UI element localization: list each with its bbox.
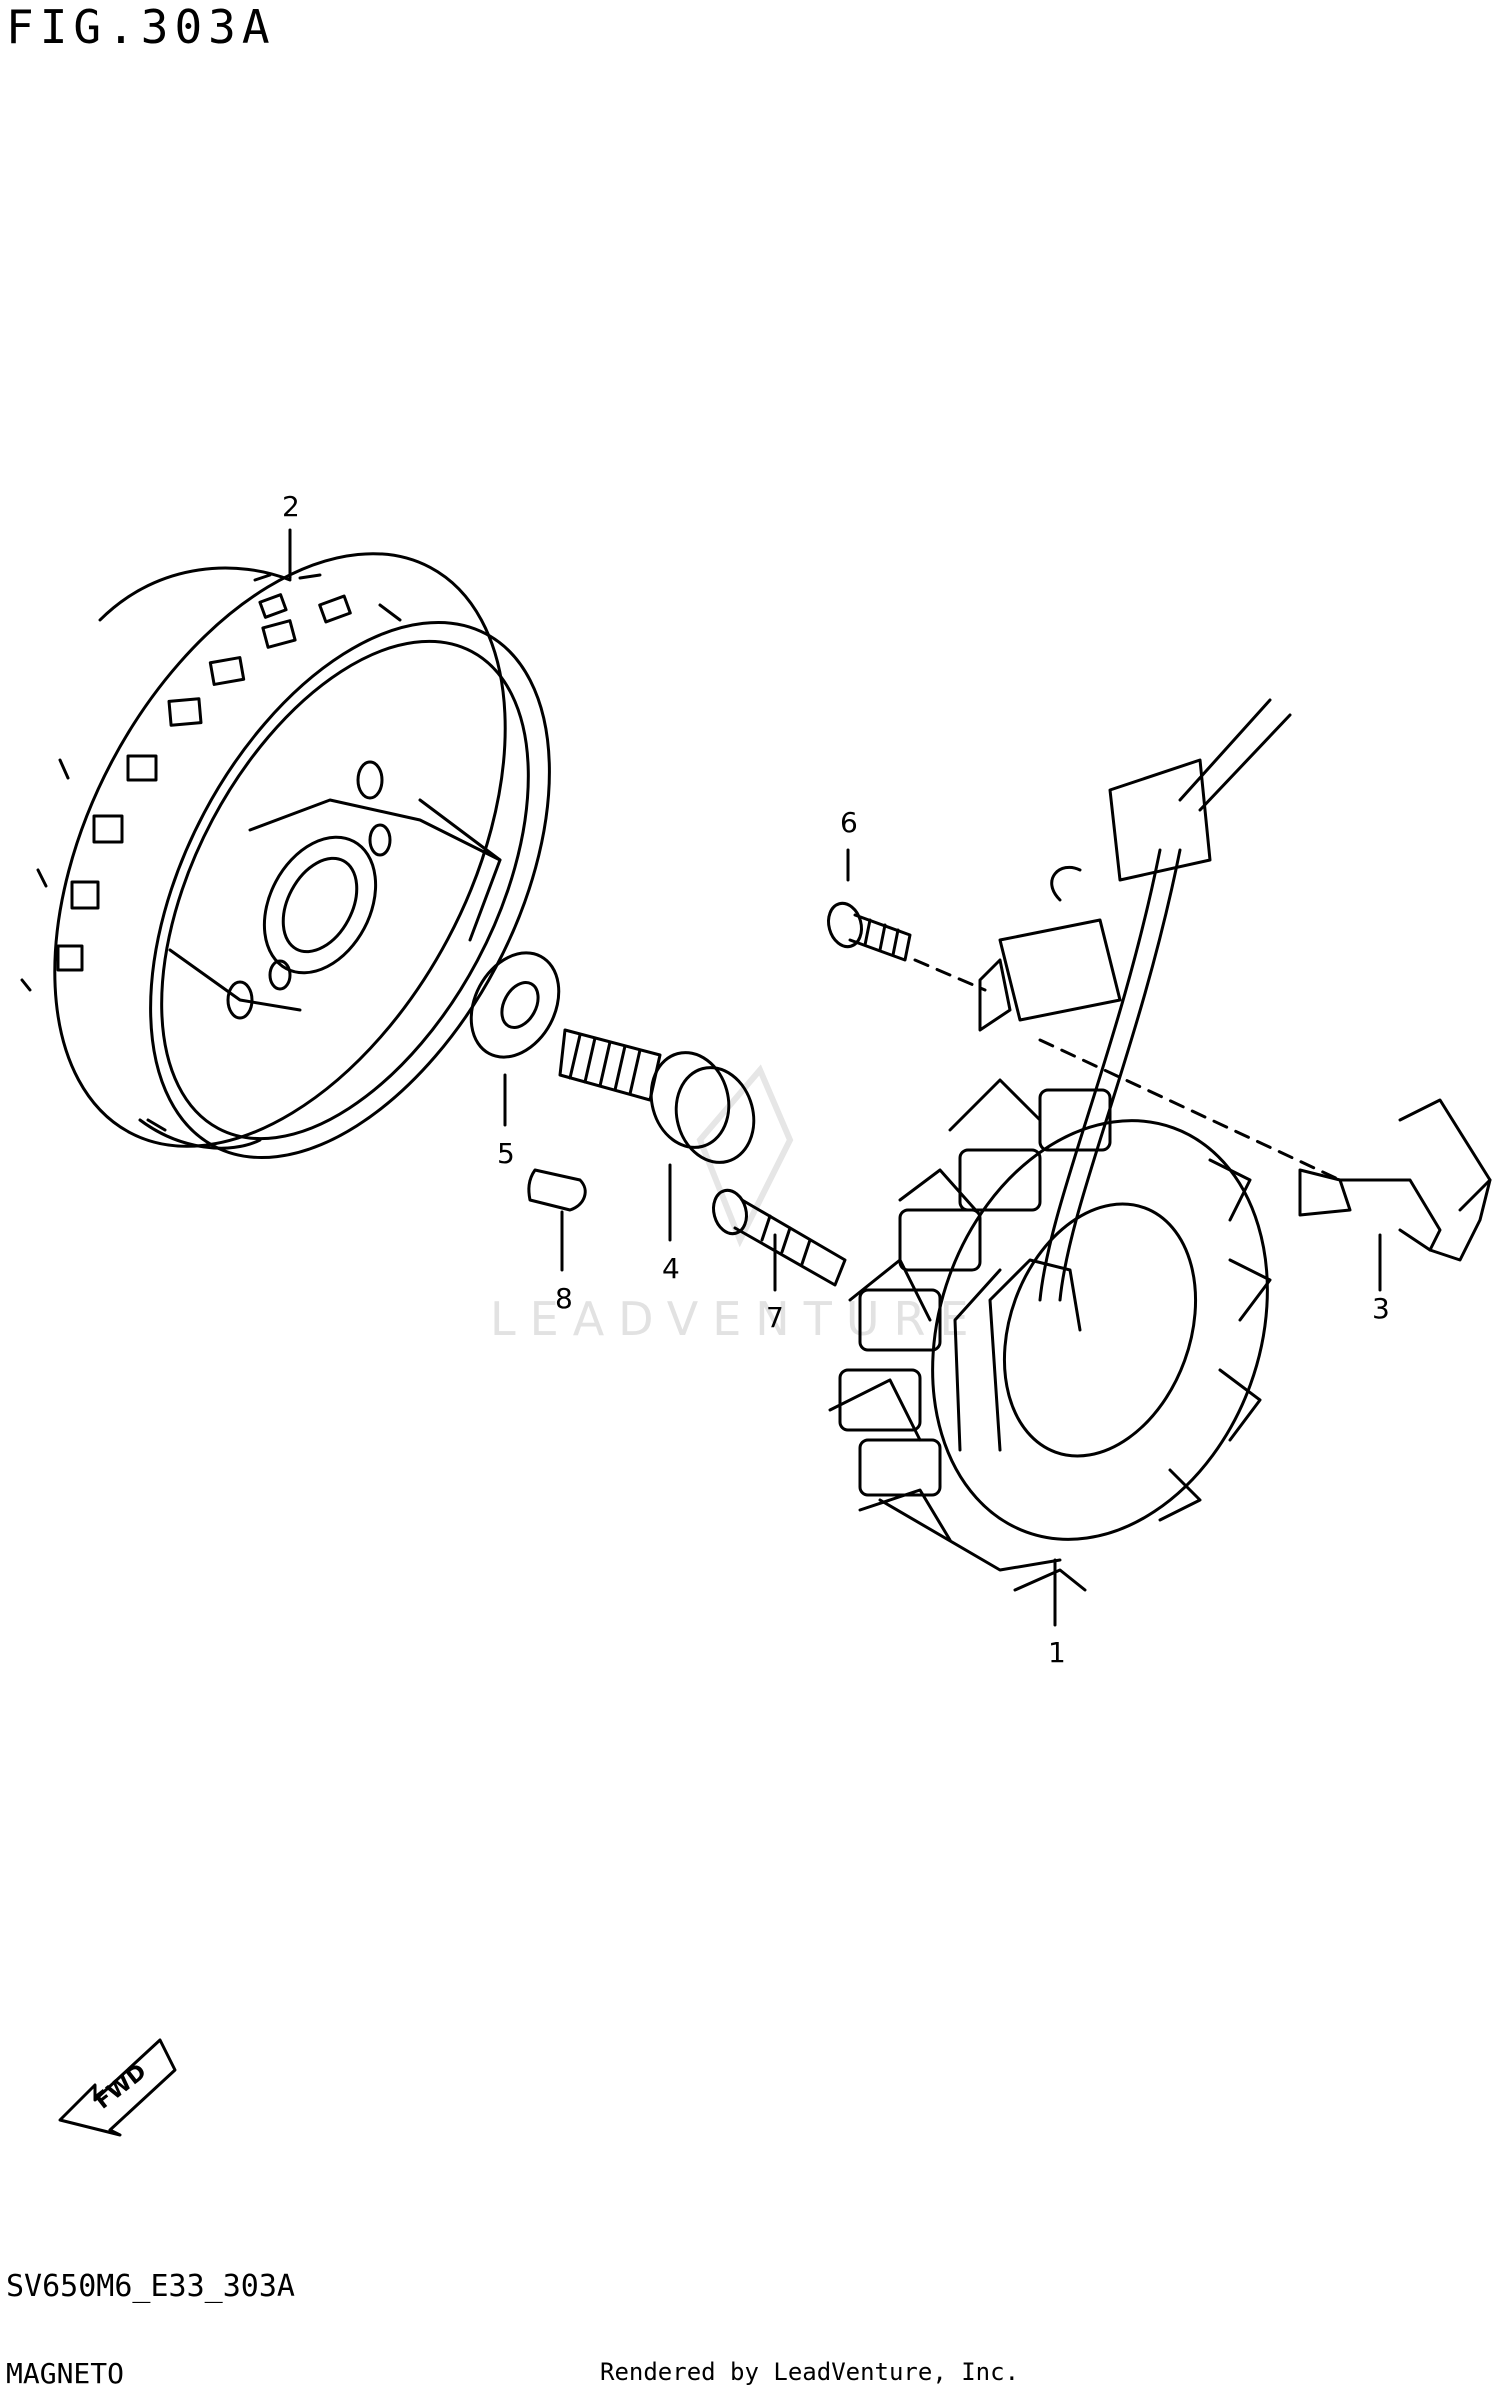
bracket-screw bbox=[827, 901, 912, 962]
figure-title: FIG.303A bbox=[6, 0, 276, 54]
leader-lines bbox=[288, 528, 1382, 1627]
washer bbox=[469, 951, 561, 1059]
callout-8: 8 bbox=[555, 1282, 573, 1315]
stator-bolt bbox=[712, 1188, 847, 1287]
watermark: LEADVENTURE bbox=[490, 1064, 983, 1346]
rotor bbox=[20, 552, 551, 1160]
callout-3: 3 bbox=[1372, 1292, 1390, 1325]
diagram-name: MAGNETO bbox=[6, 2357, 125, 2390]
watermark-text: LEADVENTURE bbox=[490, 1292, 983, 1346]
bracket bbox=[1298, 1098, 1492, 1262]
key bbox=[527, 1168, 587, 1212]
fwd-arrow-icon bbox=[58, 2038, 177, 2137]
render-credit: Rendered by LeadVenture, Inc. bbox=[600, 2358, 1020, 2386]
callout-7: 7 bbox=[766, 1301, 784, 1334]
callout-2: 2 bbox=[282, 490, 300, 523]
callout-5: 5 bbox=[497, 1137, 515, 1170]
callout-1: 1 bbox=[1048, 1636, 1066, 1669]
stator bbox=[828, 698, 1292, 1592]
fwd-label: FWD bbox=[91, 2059, 152, 2114]
rotor-bolt bbox=[558, 1028, 756, 1164]
callout-4: 4 bbox=[662, 1252, 680, 1285]
diagram-code: SV650M6_E33_303A bbox=[6, 2269, 295, 2304]
callout-6: 6 bbox=[840, 806, 858, 839]
